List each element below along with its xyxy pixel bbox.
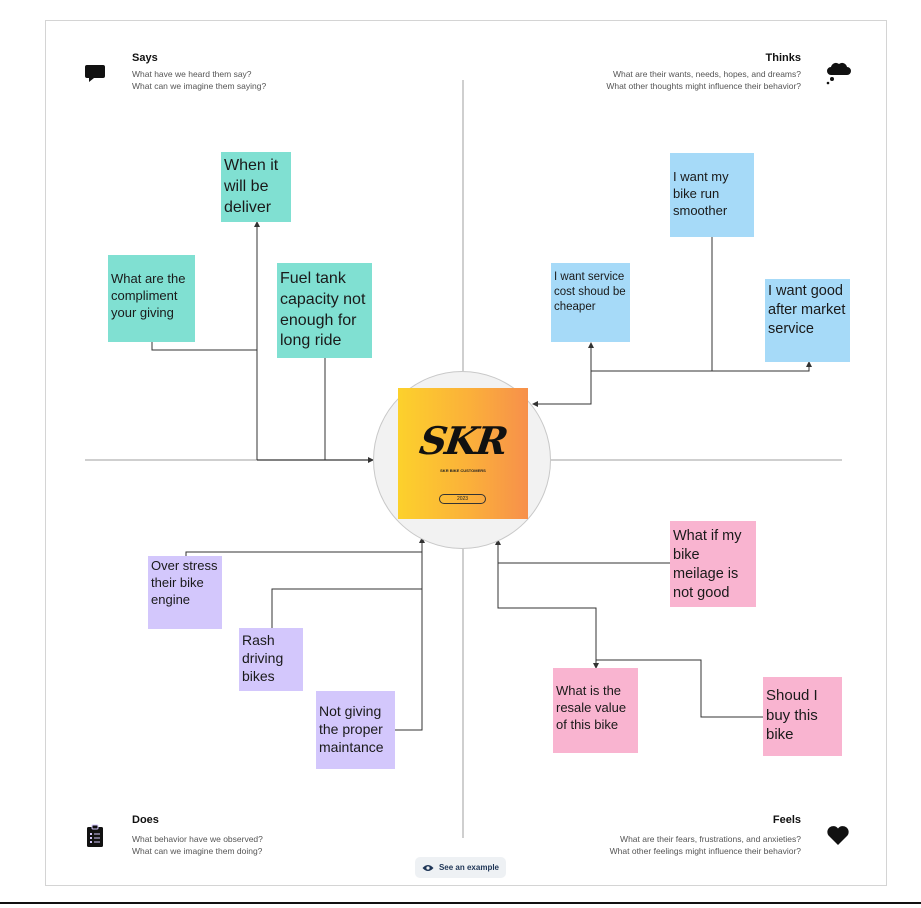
see-example-label: See an example xyxy=(438,863,500,872)
thinks-icon-tile xyxy=(815,50,860,95)
persona-logo[interactable]: SKR SKR BIKE CUSTOMERS 2023 xyxy=(398,388,528,519)
sticky-note-does-3[interactable]: Not giving the proper maintance xyxy=(316,691,395,769)
sticky-note-thinks-3[interactable]: I want good after market service xyxy=(765,279,850,362)
sticky-note-feels-3[interactable]: Shoud I buy this bike xyxy=(763,677,842,756)
clipboard-icon xyxy=(86,824,103,847)
feels-prompts: What are their fears, frustrations, and … xyxy=(609,834,801,856)
says-title: Says xyxy=(132,52,158,64)
see-example-button[interactable]: See an example xyxy=(415,857,506,878)
feels-icon-tile xyxy=(815,812,860,857)
sticky-note-does-2[interactable]: Rash driving bikes xyxy=(239,628,303,691)
sticky-note-says-1[interactable]: When it will be deliver xyxy=(221,152,291,222)
does-prompts: What behavior have we observed? What can… xyxy=(132,834,263,856)
thinks-title: Thinks xyxy=(765,52,801,64)
speech-bubble-icon xyxy=(84,64,105,82)
says-icon-tile xyxy=(72,50,117,95)
does-icon-tile xyxy=(72,813,117,858)
feels-title: Feels xyxy=(772,814,801,826)
thinks-prompts: What are their wants, needs, hopes, and … xyxy=(606,69,801,91)
sticky-note-feels-1[interactable]: What if my bike meilage is not good xyxy=(670,521,756,607)
logo-text: SKR xyxy=(416,418,510,463)
logo-year-pill: 2023 xyxy=(439,494,486,504)
logo-tagline: SKR BIKE CUSTOMERS xyxy=(440,468,486,473)
heart-icon xyxy=(826,825,849,845)
sticky-note-does-1[interactable]: Over stress their bike engine xyxy=(148,556,222,629)
sticky-note-feels-2[interactable]: What is the resale value of this bike xyxy=(553,668,638,753)
sticky-note-thinks-1[interactable]: I want my bike run smoother xyxy=(670,153,754,237)
eye-icon xyxy=(422,864,434,871)
does-title: Does xyxy=(132,814,159,826)
says-prompts: What have we heard them say? What can we… xyxy=(132,69,267,91)
divider xyxy=(0,902,921,904)
sticky-note-says-2[interactable]: What are the compliment your giving xyxy=(108,255,195,342)
thought-cloud-icon xyxy=(826,62,851,84)
sticky-note-thinks-2[interactable]: I want service cost shoud be cheaper xyxy=(551,263,630,342)
sticky-note-says-3[interactable]: Fuel tank capacity not enough for long r… xyxy=(277,263,372,358)
